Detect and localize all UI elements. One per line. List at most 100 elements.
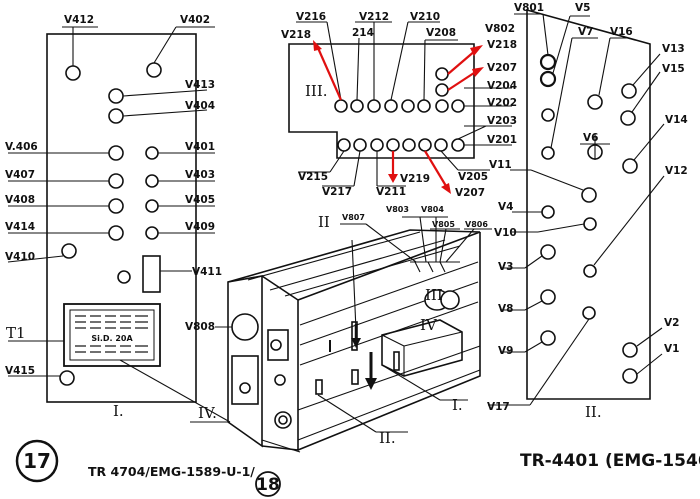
tube-v3 xyxy=(540,244,556,260)
sheet-number: 17 xyxy=(23,449,51,473)
roman-chassis-ii: II. xyxy=(379,429,396,447)
label-v803: V803 xyxy=(386,205,409,214)
label-v6: V6 xyxy=(583,132,598,144)
roman-right-panel: II. xyxy=(585,403,602,421)
label-v410: V410 xyxy=(5,251,35,263)
label-v16: V16 xyxy=(610,26,633,38)
label-v218-left: V218 xyxy=(281,29,311,41)
right-panel-leaders xyxy=(488,13,665,406)
label-v10: V10 xyxy=(494,227,517,239)
label-v404: V404 xyxy=(185,100,215,112)
label-v411: V411 xyxy=(192,266,222,278)
tube-v209 xyxy=(402,138,416,152)
label-v1: V1 xyxy=(664,343,679,355)
tube-v404 xyxy=(108,108,124,124)
label-v412: V412 xyxy=(64,14,94,26)
red-arrow-v207-bottom xyxy=(424,150,447,187)
red-arrow-v218-right xyxy=(447,49,477,75)
tube-v405 xyxy=(145,199,159,213)
red-arrow-v207-top xyxy=(447,70,478,91)
label-v3: V3 xyxy=(498,261,513,273)
label-v205: V205 xyxy=(458,171,488,183)
tube-v12 xyxy=(583,264,597,278)
page-number-circle xyxy=(255,471,281,497)
tube-v407 xyxy=(108,173,124,189)
tube-v7-upper xyxy=(541,108,555,122)
roman-chassis-i: I. xyxy=(452,396,463,414)
label-v4: V4 xyxy=(498,201,513,213)
tube-v215 xyxy=(337,138,351,152)
top-panel-tubes xyxy=(334,67,465,152)
label-v207-top: V207 xyxy=(487,62,517,74)
tube-v16 xyxy=(587,94,603,110)
tube-v210 xyxy=(384,99,398,113)
label-v407: V407 xyxy=(5,169,35,181)
label-v216: V216 xyxy=(296,11,326,23)
tube-v8 xyxy=(540,289,556,305)
tube-v211 xyxy=(370,138,384,152)
label-v210: V210 xyxy=(410,11,440,23)
label-v207-bottom: V207 xyxy=(455,187,485,199)
tube-v15 xyxy=(620,110,636,126)
tube-v401 xyxy=(145,146,159,160)
label-v208: V208 xyxy=(426,27,456,39)
label-v415: V415 xyxy=(5,365,35,377)
model-number: TR-4401 (EMG-1546) xyxy=(520,451,700,471)
tube-v202 xyxy=(451,99,465,113)
right-panel-outline xyxy=(526,8,651,400)
tube-v408 xyxy=(108,198,124,214)
label-v808: V808 xyxy=(185,321,215,333)
label-v403: V403 xyxy=(185,169,215,181)
label-v401: V401 xyxy=(185,141,215,153)
tube-v216 xyxy=(334,99,348,113)
label-v804: V804 xyxy=(421,205,444,214)
label-v801: V801 xyxy=(514,2,544,14)
top-panel-red-arrows xyxy=(313,40,484,194)
label-v9: V9 xyxy=(498,345,513,357)
tube-v207-bottom xyxy=(418,138,432,152)
label-v204: V204 xyxy=(487,80,517,92)
left-panel-leaders xyxy=(7,26,231,423)
label-v408: V408 xyxy=(5,194,35,206)
tube-v217 xyxy=(353,138,367,152)
tube-v9 xyxy=(540,330,556,346)
label-v202: V202 xyxy=(487,97,517,109)
tube-v402 xyxy=(146,62,162,78)
drawing-number: TR 4704/EMG-1589-U-1/ xyxy=(88,464,255,479)
left-panel-outline xyxy=(46,33,197,403)
label-v211: V211 xyxy=(376,186,406,198)
label-v14: V14 xyxy=(665,114,688,126)
tube-v7 xyxy=(541,146,555,160)
tube-v10 xyxy=(583,217,597,231)
transformer-t1: Si.D. 20A xyxy=(63,303,161,367)
right-panel-labels: V801 V5 V7 V16 V13 V15 V14 V6 V11 V12 V4… xyxy=(487,2,688,421)
label-v212: V212 xyxy=(359,11,389,23)
top-panel-outline xyxy=(288,43,475,159)
label-v15: V15 xyxy=(662,63,685,75)
tube-v206 xyxy=(417,99,431,113)
red-arrow-v218-left xyxy=(316,47,343,101)
label-v201: V201 xyxy=(487,134,517,146)
label-v217: V217 xyxy=(322,186,352,198)
label-v8: V8 xyxy=(498,303,513,315)
label-v402: V402 xyxy=(180,14,210,26)
tube-v219 xyxy=(386,138,400,152)
chassis-labels: V807 V803 V804 V805 V806 I. II. III IV xyxy=(342,205,488,447)
tube-v403 xyxy=(145,174,159,188)
left-panel-labels: V412 V402 V413 V404 V.406 V401 V407 V403… xyxy=(5,14,222,422)
label-v203: V203 xyxy=(487,115,517,127)
label-v406: V.406 xyxy=(5,141,38,153)
label-v214: 214 xyxy=(352,27,374,39)
tube-v409 xyxy=(145,226,159,240)
label-v405: V405 xyxy=(185,194,215,206)
tube-v204 xyxy=(435,99,449,113)
roman-left-panel-iv: IV. xyxy=(198,404,217,422)
tube-v17 xyxy=(582,306,596,320)
tube-v212 xyxy=(367,99,381,113)
label-v215: V215 xyxy=(298,171,328,183)
tube-v406 xyxy=(108,145,124,161)
right-panel-tubes xyxy=(539,53,638,384)
label-v219: V219 xyxy=(400,173,430,185)
tube-v14 xyxy=(622,158,638,174)
chassis-leaders xyxy=(317,216,492,433)
